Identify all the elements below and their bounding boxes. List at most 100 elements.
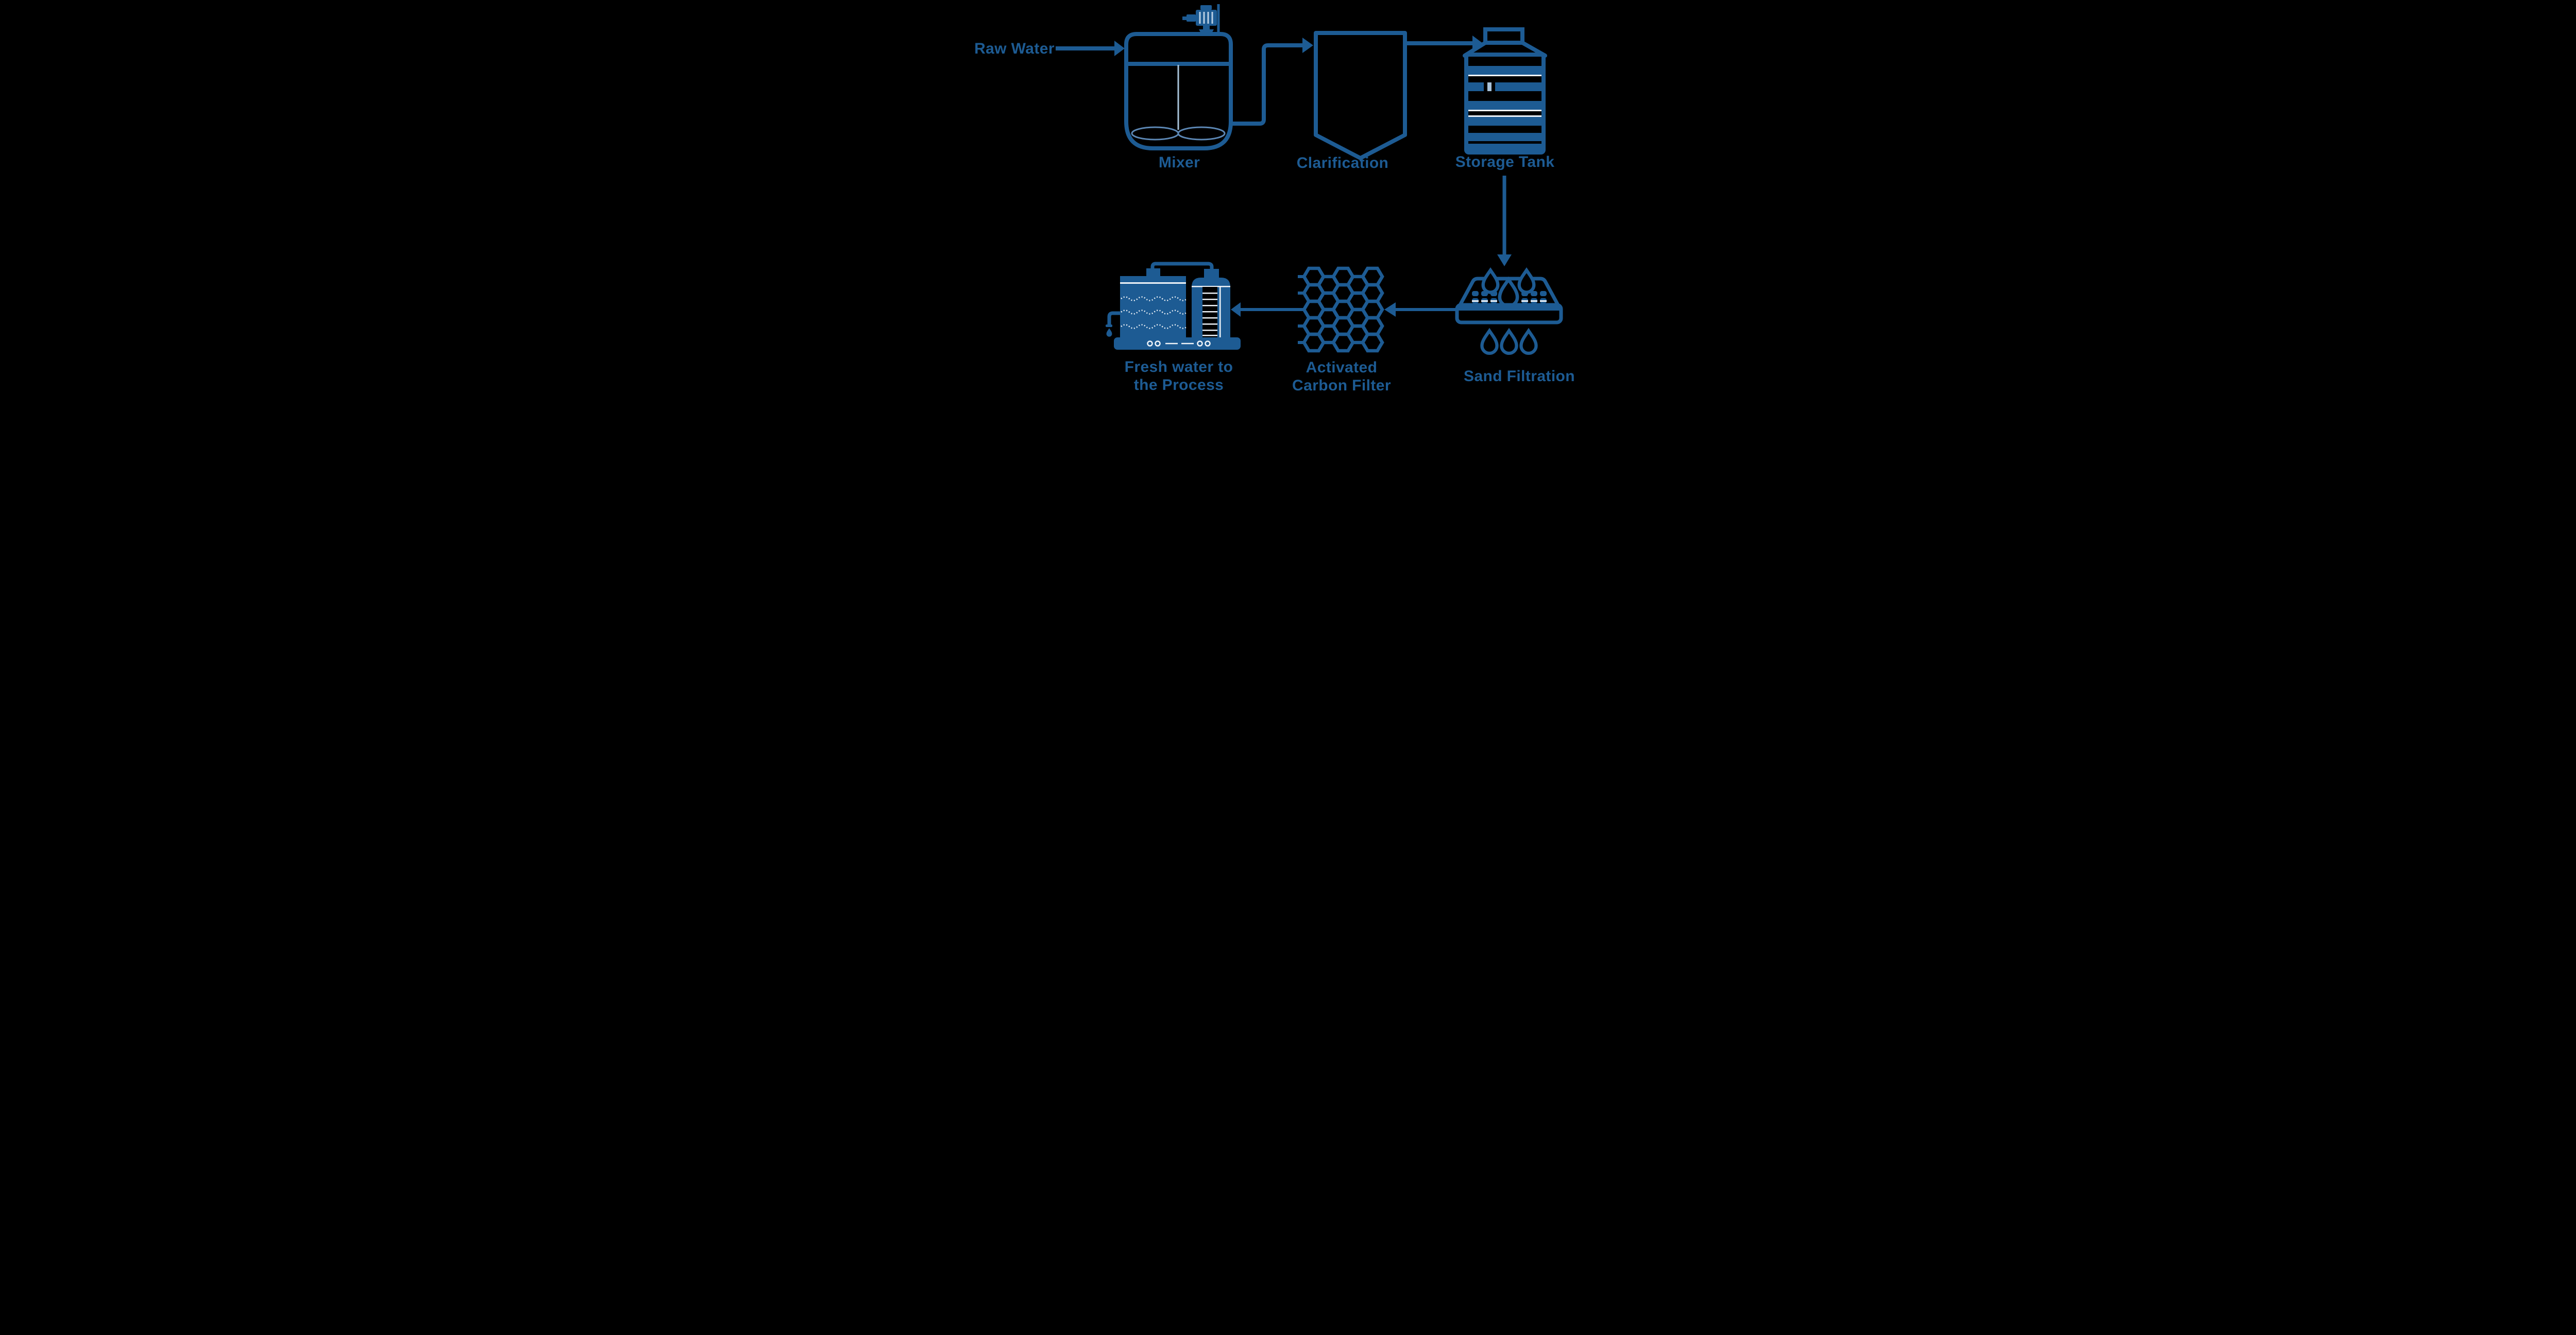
cylinder-top-line — [1192, 286, 1230, 287]
base-details — [1147, 340, 1211, 347]
tank-rib-dash — [1487, 82, 1492, 91]
ladder-rung — [1202, 317, 1217, 319]
sand-filter-icon — [1455, 270, 1563, 353]
motor-body — [1196, 10, 1217, 26]
main-tank-lid-line — [1120, 282, 1186, 284]
ladder-rung — [1202, 293, 1217, 294]
motor-fins — [1199, 12, 1213, 24]
honeycomb-icon — [1298, 268, 1382, 351]
motor-side-stub — [1187, 14, 1196, 22]
sand-grains — [1472, 291, 1547, 303]
sand-pill-stripe — [1490, 300, 1497, 302]
fresh-water-tank-icon — [1106, 262, 1241, 350]
honeycomb-cell — [1363, 285, 1382, 301]
sand-pill-stripe — [1521, 300, 1528, 302]
water-drop-icon — [1483, 270, 1498, 293]
fresh-water-label-line1: Fresh water to — [1125, 358, 1233, 375]
ladder-rung — [1202, 323, 1217, 325]
tank-rib-highlight — [1468, 110, 1541, 111]
mixer-motor-icon — [1182, 4, 1220, 35]
transfer-pipe — [1150, 262, 1214, 271]
ladder-rung — [1202, 330, 1217, 331]
honeycomb-edge-stubs — [1298, 275, 1304, 344]
arrow-sand-filter-to-carbon-filter — [1384, 302, 1457, 317]
motor-side-nub — [1182, 16, 1187, 20]
sand-pill — [1540, 291, 1547, 296]
ladder-icon — [1202, 287, 1221, 337]
filter-tray — [1455, 303, 1563, 324]
fresh-water-label-line2: the Process — [1134, 376, 1224, 393]
sand-pill-stripe — [1472, 300, 1479, 302]
sand-pill-stripe — [1531, 300, 1537, 302]
sand-pill — [1472, 291, 1479, 296]
storage-tank-icon — [1463, 27, 1547, 155]
faucet-icon — [1106, 311, 1120, 337]
ladder-rung — [1202, 305, 1217, 306]
agitator-blade-icon — [1131, 126, 1179, 141]
tank-rib-highlight — [1468, 115, 1541, 117]
water-drop-icon — [1482, 331, 1497, 353]
tank-rib — [1468, 133, 1541, 141]
filter-tray-bar — [1458, 306, 1560, 311]
tank-rib — [1468, 101, 1541, 110]
process-flow-diagram: Raw Water Mixer Clarification — [884, 0, 1692, 404]
sand-pill-stripe — [1540, 300, 1547, 302]
arrow-carbon-filter-to-fresh-water — [1231, 302, 1304, 317]
base-bolt-icon — [1205, 340, 1211, 347]
clarifier-vessel — [1314, 31, 1407, 160]
base-bolt-icon — [1147, 340, 1153, 347]
tank-rib-notch — [1492, 82, 1495, 91]
carbon-filter-label-line1: Activated — [1306, 359, 1378, 376]
tank-body — [1464, 53, 1546, 155]
cylinder-cap — [1204, 269, 1219, 278]
tank-rib — [1468, 144, 1541, 151]
mixer-tank-icon — [1124, 32, 1233, 150]
water-drop-icon — [1521, 331, 1536, 353]
motor-neck — [1203, 26, 1210, 29]
ladder-rail — [1219, 287, 1221, 337]
water-drop-icon — [1501, 331, 1516, 353]
tank-rib — [1468, 66, 1541, 75]
arrow-raw-water-to-mixer — [1056, 41, 1125, 56]
raw-water-label: Raw Water — [974, 40, 1055, 57]
mixer-label: Mixer — [1159, 154, 1200, 171]
ladder-rung — [1202, 299, 1217, 300]
arrowhead-icon — [1114, 41, 1125, 56]
ladder-rung — [1202, 335, 1217, 336]
mixer-outlet-pipe — [1231, 43, 1302, 126]
honeycomb-cell — [1363, 334, 1382, 351]
honeycomb-cell — [1363, 268, 1382, 285]
clarification-label: Clarification — [1297, 155, 1389, 172]
arrowhead-icon — [1231, 302, 1241, 317]
honeycomb-cell — [1363, 318, 1382, 334]
motor-coupling — [1199, 29, 1214, 35]
faucet-spout — [1106, 324, 1112, 327]
arrow-storage-to-sand-filter — [1497, 176, 1512, 266]
water-drop-icon — [1106, 328, 1112, 337]
tank-rib — [1468, 117, 1541, 126]
clarifier-icon — [1314, 31, 1483, 160]
tank-rib — [1468, 82, 1541, 91]
arrowhead-icon — [1497, 254, 1512, 266]
mixer-icon — [1124, 4, 1313, 150]
tank-rib-notch — [1484, 82, 1487, 91]
ladder-rung — [1202, 311, 1217, 313]
motor-cap — [1200, 5, 1212, 10]
sand-pill — [1531, 291, 1537, 296]
water-drop-icon — [1500, 280, 1517, 306]
base-bolt-icon — [1197, 340, 1203, 347]
arrowhead-icon — [1384, 302, 1396, 317]
main-tank-cap — [1146, 268, 1160, 276]
storage-tank-label: Storage Tank — [1455, 153, 1555, 170]
faucet-pipe — [1107, 311, 1120, 324]
honeycomb-cell — [1363, 301, 1382, 318]
carbon-filter-label-line2: Carbon Filter — [1292, 377, 1391, 394]
base-bolt-icon — [1155, 340, 1161, 347]
arrowhead-icon — [1302, 38, 1313, 53]
tank-cap — [1483, 27, 1524, 45]
water-drop-icon — [1519, 270, 1534, 293]
diagram-canvas: Raw Water Mixer Clarification — [974, 4, 1575, 394]
sand-filtration-label: Sand Filtration — [1464, 368, 1575, 385]
sand-pill-stripe — [1481, 300, 1488, 302]
agitator-blade-icon — [1177, 126, 1226, 141]
